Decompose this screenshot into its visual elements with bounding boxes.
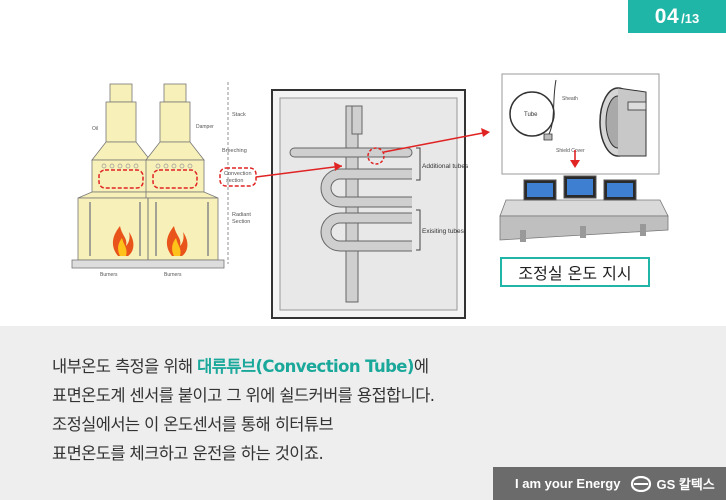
footer-bar: I am your Energy GS 칼텍스 bbox=[493, 467, 726, 500]
caption-highlight: 대류튜브(Convection Tube) bbox=[197, 357, 414, 376]
furnace-drawing: Stack Breeching Convection section Radia… bbox=[60, 80, 265, 312]
label-oil: Oil bbox=[92, 126, 98, 132]
label-radiant-section: Section bbox=[232, 219, 250, 225]
tube-section-drawing: Additional tubes Exisiting tubes bbox=[271, 89, 469, 319]
control-room-drawing bbox=[499, 175, 669, 242]
label-convection: Convection bbox=[224, 171, 252, 177]
page-total: /13 bbox=[681, 11, 700, 26]
caption-line-1: 내부온도 측정을 위해 대류튜브(Convection Tube)에 bbox=[52, 352, 434, 381]
label-existing-tubes: Exisiting tubes bbox=[422, 228, 465, 235]
page-current: 04 bbox=[654, 4, 680, 28]
flow-arrows bbox=[255, 128, 580, 178]
label-stack: Stack bbox=[232, 112, 246, 118]
caption-panel: 내부온도 측정을 위해 대류튜브(Convection Tube)에 표면온도계… bbox=[0, 326, 726, 500]
page-badge: 04 /13 bbox=[628, 0, 726, 33]
label-shield-cover: Shield Cover bbox=[556, 148, 585, 154]
footer-brand: GS 칼텍스 bbox=[656, 477, 715, 492]
label-additional-tubes: Additional tubes bbox=[422, 163, 469, 170]
label-breeching: Breeching bbox=[222, 148, 247, 154]
sensor-detail-drawing: Tube Sheath Shield Cover bbox=[501, 73, 660, 175]
caption-line-4: 표면온도를 체크하고 운전을 하는 것이죠. bbox=[52, 444, 324, 463]
heater-diagram: Stack Breeching Convection section Radia… bbox=[60, 73, 669, 319]
caption-line-1-post: 에 bbox=[413, 357, 429, 376]
caption-line-2: 표면온도계 센서를 붙이고 그 위에 쉴드커버를 용접합니다. bbox=[52, 386, 435, 405]
control-room-label: 조정실 온도 지시 bbox=[500, 257, 650, 287]
label-convection-section: section bbox=[226, 178, 243, 184]
caption-line-1-pre: 내부온도 측정을 위해 bbox=[52, 357, 198, 376]
label-burners-right: Burners bbox=[164, 272, 182, 278]
footer-slogan: I am your Energy bbox=[515, 476, 621, 491]
gs-logo-icon bbox=[630, 475, 652, 492]
label-radiant: Radiant bbox=[232, 212, 251, 218]
label-damper: Damper bbox=[196, 124, 214, 130]
caption-text: 내부온도 측정을 위해 대류튜브(Convection Tube)에 표면온도계… bbox=[52, 352, 435, 468]
label-tube: Tube bbox=[524, 112, 538, 118]
label-sheath: Sheath bbox=[562, 96, 578, 102]
caption-line-3: 조정실에서는 이 온도센서를 통해 히터튜브 bbox=[52, 415, 334, 434]
label-burners-left: Burners bbox=[100, 272, 118, 278]
